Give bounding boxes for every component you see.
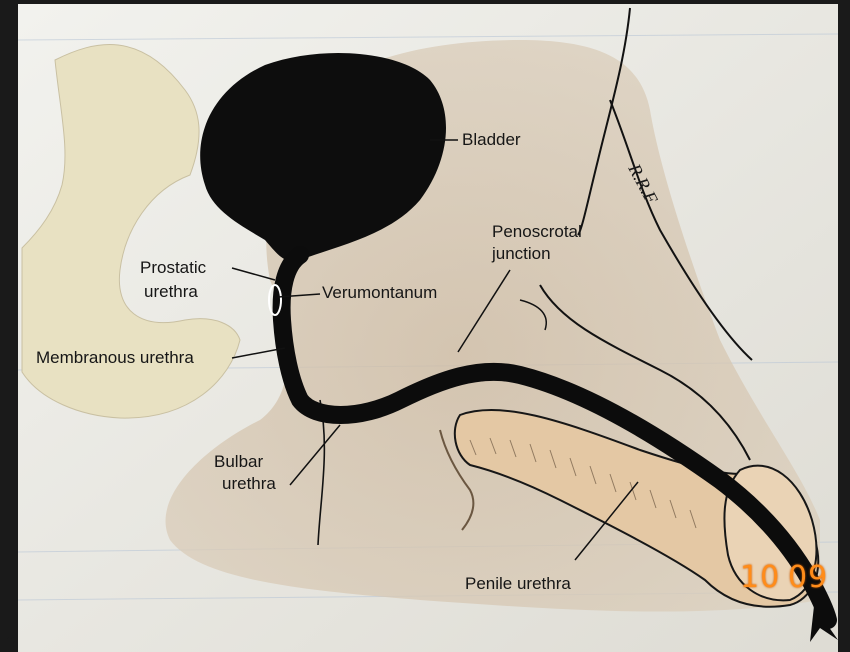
- label-bulbar-urethra: urethra: [222, 474, 276, 494]
- label-bladder: Bladder: [462, 130, 521, 150]
- label-junction: junction: [492, 244, 551, 264]
- label-prostatic: Prostatic: [140, 258, 206, 278]
- label-prostatic-urethra: urethra: [144, 282, 198, 302]
- label-penile-urethra: Penile urethra: [465, 574, 571, 594]
- label-penoscrotal: Penoscrotal: [492, 222, 582, 242]
- label-bulbar: Bulbar: [214, 452, 263, 472]
- figure-corner-number: 3: [6, 634, 16, 652]
- date-stamp-day: 10: [740, 560, 780, 595]
- date-stamp-month: 09: [788, 560, 828, 595]
- label-verumontanum: Verumontanum: [322, 283, 437, 303]
- label-membranous-urethra: Membranous urethra: [36, 348, 194, 368]
